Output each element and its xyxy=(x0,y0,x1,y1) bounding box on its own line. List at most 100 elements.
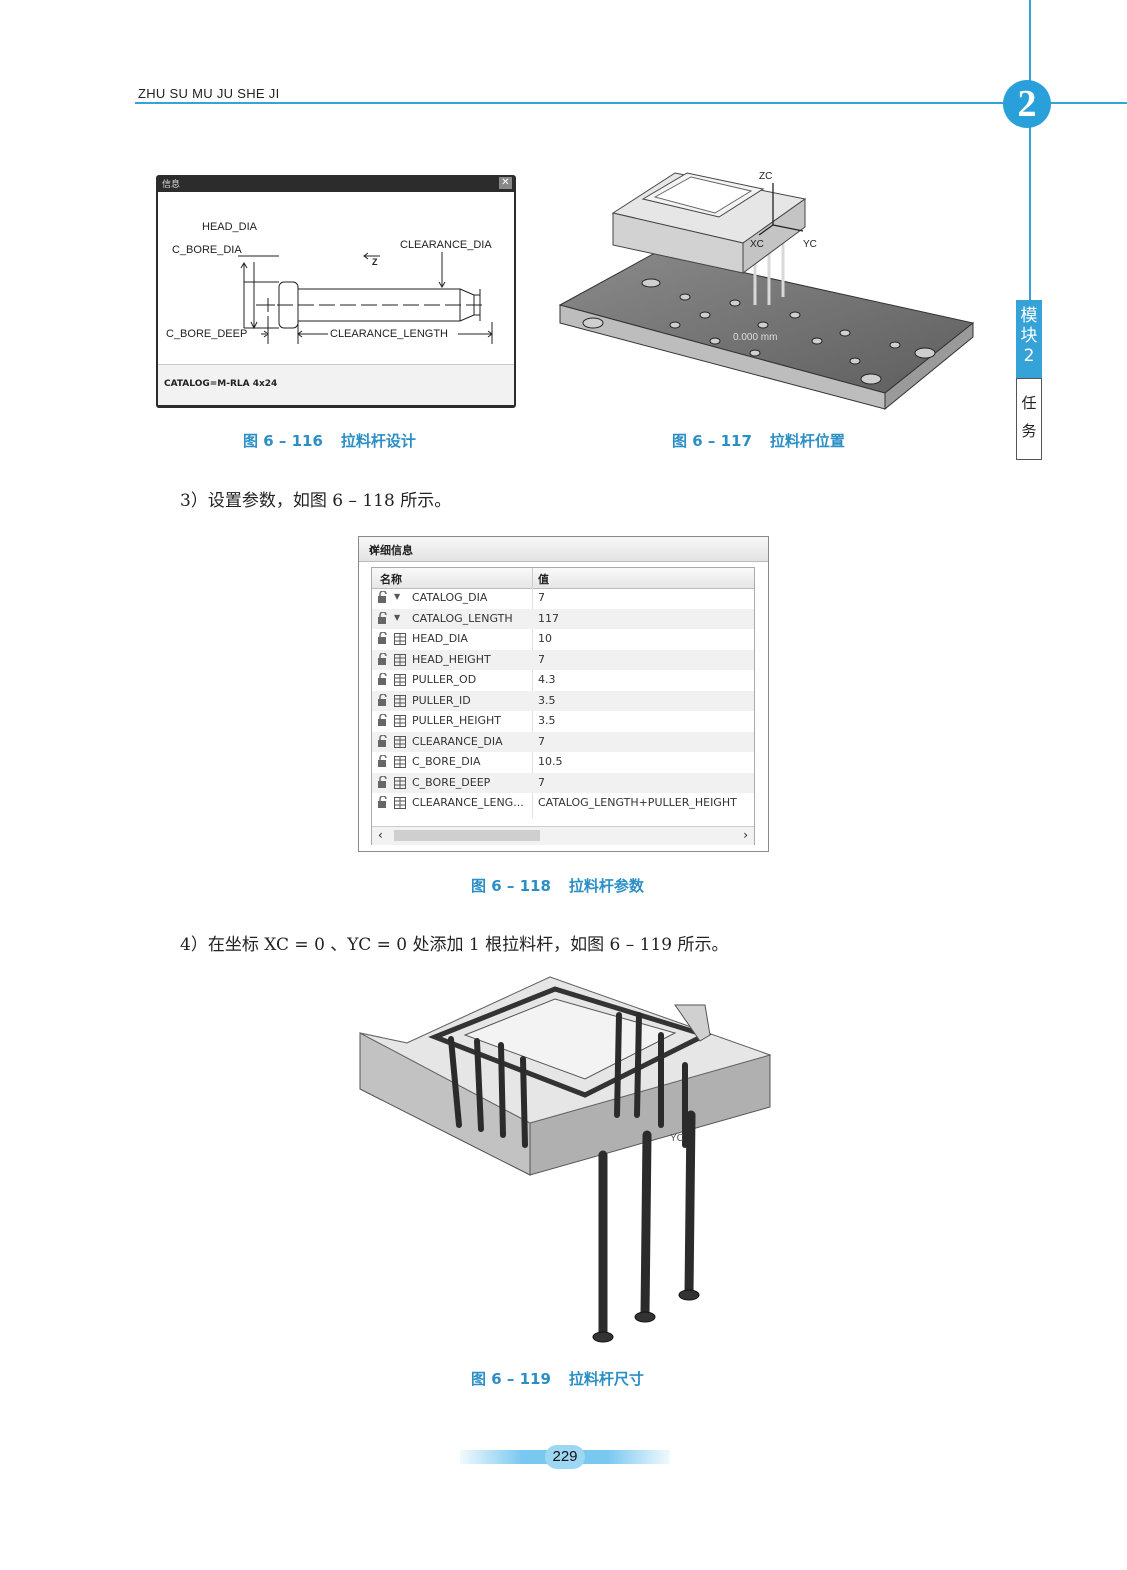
label-z-axis: Z xyxy=(372,257,378,267)
parameter-value[interactable]: 4.3 xyxy=(538,673,556,686)
scroll-right-icon[interactable]: › xyxy=(743,828,748,842)
collapse-icon[interactable]: ʌ xyxy=(369,542,377,555)
lock-icon xyxy=(378,693,389,709)
figure-118-caption: 图 6 – 118 拉料杆参数 xyxy=(471,875,644,896)
caption-text: 拉料杆参数 xyxy=(568,877,644,895)
parameter-value[interactable]: 3.5 xyxy=(538,714,556,727)
figure-116-dialog: 信息 ✕ HEAD_DIA C_BORE_DIA Z CLEARANCE_DIA… xyxy=(156,175,516,408)
lock-icon xyxy=(378,775,389,791)
expression-icon xyxy=(394,756,406,771)
figure-117-mold-render: 0.000 mm ZC XC YC xyxy=(558,171,975,410)
expression-icon xyxy=(394,715,406,730)
parameter-value[interactable]: 117 xyxy=(538,611,559,625)
running-title: ZHU SU MU JU SHE JI xyxy=(138,86,280,101)
panel-title-bar[interactable]: 详细信息 ʌ xyxy=(359,537,768,562)
table-row[interactable]: HEAD_HEIGHT 7 xyxy=(372,649,754,670)
step-3-paragraph: 3）设置参数，如图 6 – 118 所示。 xyxy=(180,491,452,511)
parameter-value[interactable]: 3.5 xyxy=(538,693,556,707)
dialog-title: 信息 xyxy=(162,180,181,190)
table-row[interactable]: ▼ CATALOG_DIA 7 xyxy=(372,588,754,609)
column-header-value[interactable]: 值 xyxy=(538,573,549,586)
page-number: 229 xyxy=(545,1445,585,1469)
parameter-name: C_BORE_DIA xyxy=(412,755,481,768)
expression-icon xyxy=(394,735,406,751)
table-header: 名称 值 xyxy=(372,568,754,589)
parameter-name: HEAD_DIA xyxy=(412,632,468,645)
caption-text: 拉料杆设计 xyxy=(340,432,416,450)
side-vertical-rule xyxy=(1029,0,1031,300)
side-tab-task: 任务 xyxy=(1016,378,1042,460)
table-row[interactable]: CLEARANCE_DIA 7 xyxy=(372,731,754,752)
lock-icon xyxy=(378,652,389,668)
lock-icon xyxy=(378,714,389,729)
scroll-left-icon[interactable]: ‹ xyxy=(378,828,383,842)
parameter-value[interactable]: 10 xyxy=(538,632,552,645)
puller-diagram: HEAD_DIA C_BORE_DIA Z CLEARANCE_DIA C_BO… xyxy=(166,221,493,344)
step-4-paragraph: 4）在坐标 XC = 0 、YC = 0 处添加 1 根拉料杆，如图 6 – 1… xyxy=(180,935,729,955)
expression-icon xyxy=(394,653,406,669)
parameter-name: CATALOG_DIA xyxy=(412,591,488,604)
expand-triangle-icon[interactable]: ▼ xyxy=(394,612,401,622)
figure-119-puller-render: YC xyxy=(359,976,772,1343)
table-row[interactable]: C_BORE_DIA 10.5 xyxy=(372,752,754,773)
lock-icon xyxy=(378,591,389,606)
expand-triangle-icon[interactable]: ▼ xyxy=(394,592,401,601)
table-row[interactable]: HEAD_DIA 10 xyxy=(372,629,754,650)
parameter-name: CATALOG_LENGTH xyxy=(412,611,513,625)
panel-title: 详细信息 xyxy=(369,544,413,557)
caption-text: 拉料杆尺寸 xyxy=(568,1370,644,1388)
column-header-name[interactable]: 名称 xyxy=(380,573,402,586)
parameter-name: PULLER_HEIGHT xyxy=(412,714,502,727)
figure-119-caption: 图 6 – 119 拉料杆尺寸 xyxy=(471,1368,644,1389)
module-number-badge: 2 xyxy=(1003,80,1051,128)
label-clearance-dia: CLEARANCE_DIA xyxy=(400,239,492,251)
axis-yc-label: YC xyxy=(803,239,817,250)
label-c-bore-dia: C_BORE_DIA xyxy=(172,244,242,256)
lock-icon xyxy=(378,611,389,627)
label-clearance-length: CLEARANCE_LENGTH xyxy=(330,328,448,340)
figure-116-caption: 图 6 – 116 拉料杆设计 xyxy=(243,430,416,451)
axis-yc-label: YC xyxy=(670,1133,684,1144)
parameter-value[interactable]: 7 xyxy=(538,775,545,789)
scrollbar-thumb[interactable] xyxy=(394,830,540,841)
parameter-value[interactable]: 7 xyxy=(538,591,545,604)
lock-icon xyxy=(378,673,389,688)
parameter-name: C_BORE_DEEP xyxy=(412,775,491,789)
table-row[interactable]: ▼ CATALOG_LENGTH 117 xyxy=(372,608,754,629)
lock-icon xyxy=(378,632,389,647)
parameter-value[interactable]: CATALOG_LENGTH+PULLER_HEIGHT xyxy=(538,796,737,809)
catalog-label: CATALOG=M-RLA 4x24 xyxy=(164,379,278,389)
caption-number: 图 6 – 119 xyxy=(471,1370,551,1388)
lock-icon xyxy=(378,755,389,770)
horizontal-scrollbar[interactable]: ‹ › xyxy=(372,826,754,845)
parameter-name: CLEARANCE_LENG... xyxy=(412,796,524,809)
parameter-value[interactable]: 7 xyxy=(538,652,545,666)
caption-number: 图 6 – 116 xyxy=(243,432,323,450)
expression-icon xyxy=(394,797,406,812)
parameter-value[interactable]: 7 xyxy=(538,734,545,748)
lock-icon xyxy=(378,796,389,811)
figure-117-caption: 图 6 – 117 拉料杆位置 xyxy=(672,430,845,451)
parameter-name: CLEARANCE_DIA xyxy=(412,734,503,748)
caption-text: 拉料杆位置 xyxy=(769,432,845,450)
caption-number: 图 6 – 117 xyxy=(672,432,752,450)
expression-icon xyxy=(394,633,406,648)
caption-number: 图 6 – 118 xyxy=(471,877,551,895)
side-tab-task-label: 任务 xyxy=(1021,394,1037,440)
parameter-panel: 详细信息 ʌ 名称 值 ▼ CATALOG_DIA 7 ▼ CATALOG_LE… xyxy=(358,536,769,852)
parameter-name: PULLER_OD xyxy=(412,673,477,686)
expression-icon xyxy=(394,674,406,689)
table-row[interactable]: PULLER_HEIGHT 3.5 xyxy=(372,711,754,732)
table-row[interactable]: PULLER_OD 4.3 xyxy=(372,670,754,691)
parameter-name: HEAD_HEIGHT xyxy=(412,652,491,666)
lock-icon xyxy=(378,734,389,750)
table-row[interactable]: C_BORE_DEEP 7 xyxy=(372,772,754,793)
expression-icon xyxy=(394,694,406,710)
side-tab-module: 模块2 xyxy=(1016,300,1042,378)
table-row[interactable]: PULLER_ID 3.5 xyxy=(372,690,754,711)
close-icon[interactable]: ✕ xyxy=(499,177,512,189)
parameter-value[interactable]: 10.5 xyxy=(538,755,563,768)
dialog-body: HEAD_DIA C_BORE_DIA Z CLEARANCE_DIA C_BO… xyxy=(158,192,514,405)
parameter-name: PULLER_ID xyxy=(412,693,471,707)
table-row[interactable]: CLEARANCE_LENG... CATALOG_LENGTH+PULLER_… xyxy=(372,793,754,814)
